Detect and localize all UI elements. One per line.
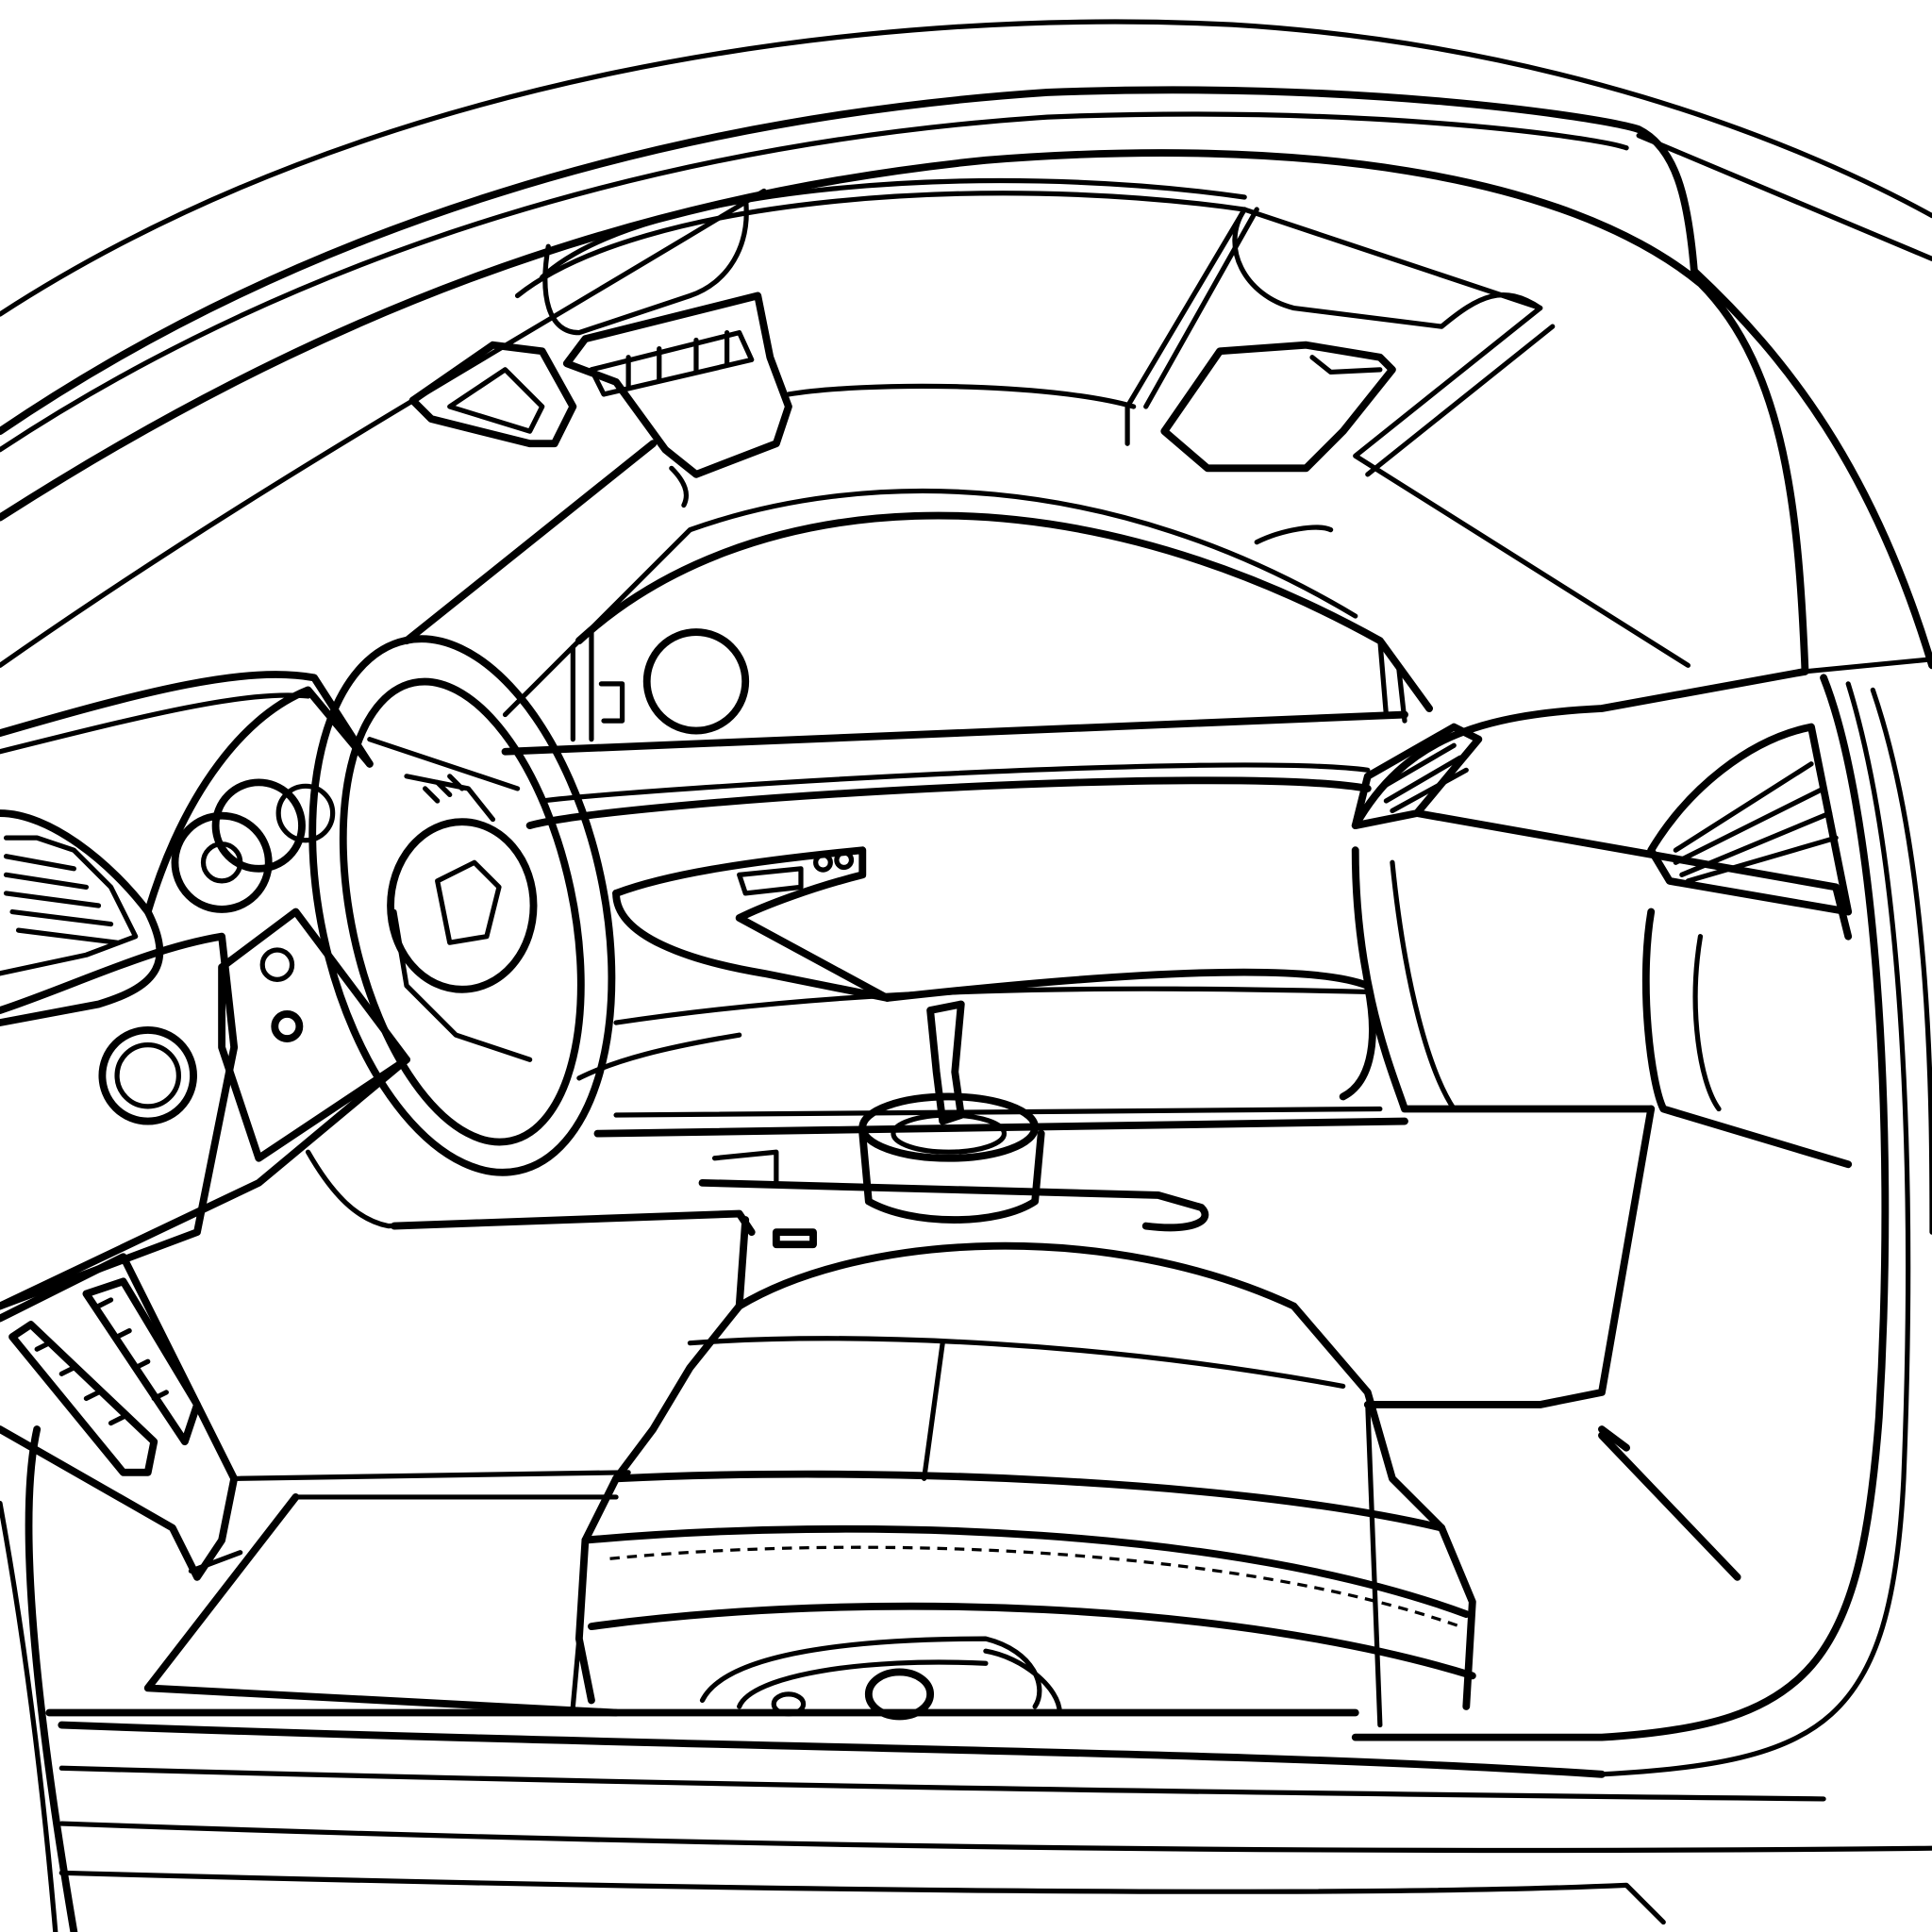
gear-shifter	[391, 1000, 1209, 1310]
roof-and-windshield	[403, 177, 1690, 756]
door-panel	[525, 667, 1853, 1581]
floor	[143, 1402, 1383, 1728]
seat	[570, 1241, 1476, 1721]
dashboard	[0, 671, 742, 1581]
steering-wheel	[308, 635, 616, 1176]
